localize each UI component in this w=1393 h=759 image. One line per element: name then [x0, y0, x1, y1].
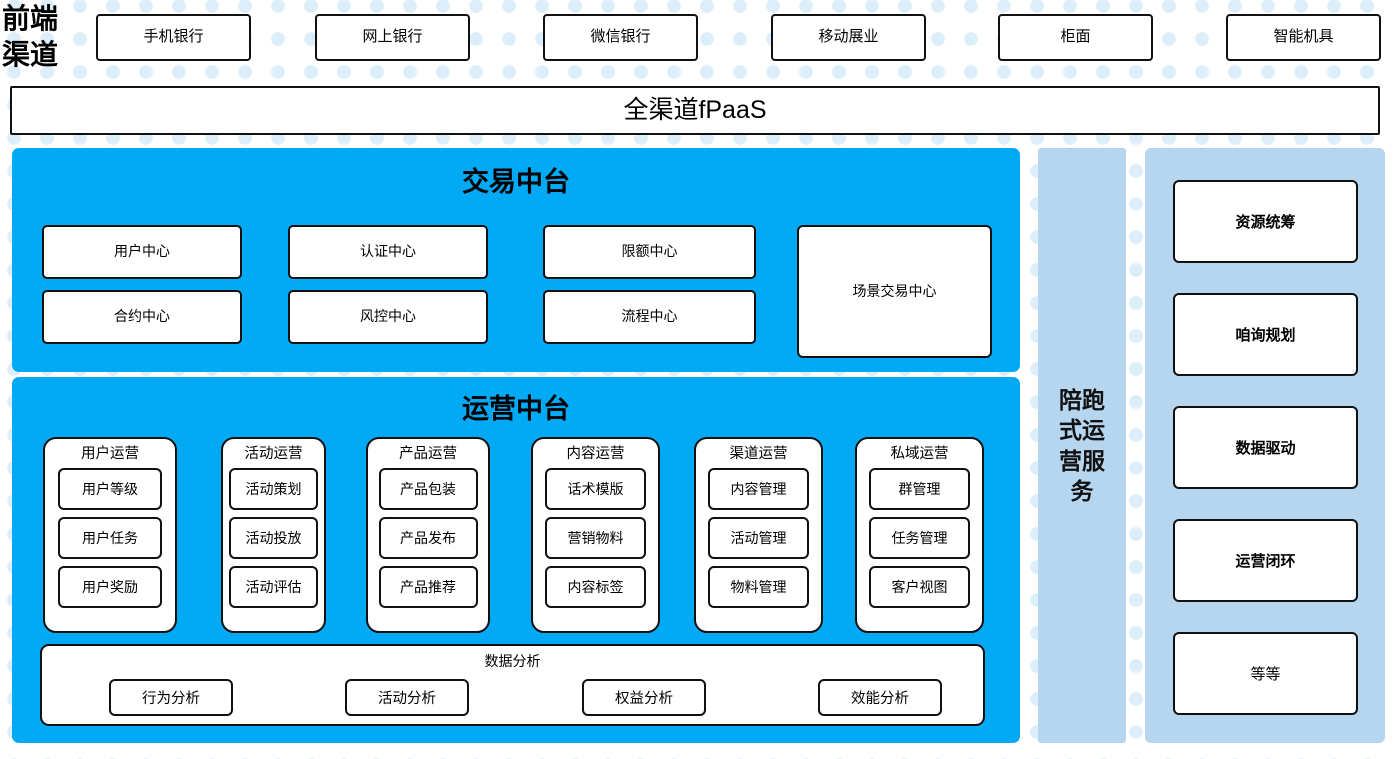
trade-center-box-5[interactable]: 风控中心 — [288, 290, 488, 344]
ops-card-item[interactable]: 营销物料 — [545, 517, 646, 560]
ops-card-title: 内容运营 — [566, 446, 625, 462]
ops-card-6: 私域运营群管理任务管理客户视图 — [855, 437, 984, 633]
front-channel-label: 前端 渠道 — [2, 2, 88, 74]
front-channel-label-line1: 前端 — [2, 4, 59, 36]
ops-card-4: 内容运营话术模版营销物料内容标签 — [531, 437, 660, 633]
ops-card-item[interactable]: 活动策划 — [229, 468, 318, 511]
ops-card-5: 渠道运营内容管理活动管理物料管理 — [694, 437, 823, 633]
ops-card-2: 活动运营活动策划活动投放活动评估 — [221, 437, 326, 633]
data-analysis-strip: 数据分析 行为分析 活动分析 权益分析 效能分析 — [40, 644, 985, 726]
ops-card-title: 用户运营 — [81, 446, 139, 462]
ops-card-title: 活动运营 — [244, 446, 303, 462]
fpaas-bar[interactable]: 全渠道fPaaS — [10, 86, 1380, 135]
ops-card-item[interactable]: 用户任务 — [58, 517, 162, 560]
trade-center-box-4[interactable]: 合约中心 — [42, 290, 242, 344]
data-analysis-item-4[interactable]: 效能分析 — [818, 679, 942, 716]
trade-center-box-1[interactable]: 用户中心 — [42, 225, 242, 279]
ops-card-item[interactable]: 客户视图 — [869, 566, 970, 609]
data-analysis-title: 数据分析 — [484, 653, 541, 669]
ops-card-item[interactable]: 群管理 — [869, 468, 970, 511]
ops-platform-title: 运营中台 — [462, 394, 570, 424]
sidebar-box-4[interactable]: 运营闭环 — [1173, 519, 1358, 602]
channel-box-6[interactable]: 智能机具 — [1226, 14, 1381, 61]
ops-card-3: 产品运营产品包装产品发布产品推荐 — [366, 437, 490, 633]
channel-box-4[interactable]: 移动展业 — [771, 14, 926, 61]
ops-card-item[interactable]: 内容管理 — [708, 468, 809, 511]
ops-card-title: 产品运营 — [399, 446, 457, 462]
ops-card-item[interactable]: 话术模版 — [545, 468, 646, 511]
front-channel-label-line2: 渠道 — [2, 40, 59, 71]
ops-card-title: 私域运营 — [890, 446, 949, 462]
trade-platform-title: 交易中台 — [462, 167, 570, 197]
ops-card-title: 渠道运营 — [729, 446, 788, 462]
channel-box-2[interactable]: 网上银行 — [315, 14, 470, 61]
service-capability-sidebar: 资源统筹咱询规划数据驱动运营闭环等等 — [1145, 148, 1385, 743]
ops-card-item[interactable]: 产品包装 — [378, 468, 478, 511]
trade-center-box-3[interactable]: 限额中心 — [543, 225, 756, 279]
channel-box-1[interactable]: 手机银行 — [96, 14, 251, 61]
trade-center-box-6[interactable]: 流程中心 — [543, 290, 756, 344]
data-analysis-item-3[interactable]: 权益分析 — [582, 679, 706, 716]
sidebar-box-5[interactable]: 等等 — [1173, 632, 1358, 715]
ops-card-item[interactable]: 产品推荐 — [378, 566, 478, 609]
ops-card-item[interactable]: 产品发布 — [378, 517, 478, 560]
data-analysis-item-1[interactable]: 行为分析 — [109, 679, 233, 716]
sidebar-box-2[interactable]: 咱询规划 — [1173, 293, 1358, 376]
accompany-service-column: 陪跑式运营服务 — [1038, 148, 1126, 743]
ops-card-1: 用户运营用户等级用户任务用户奖励 — [43, 437, 177, 633]
ops-card-item[interactable]: 任务管理 — [869, 517, 970, 560]
accompany-service-label: 陪跑式运营服务 — [1059, 386, 1105, 504]
scene-transaction-center-box[interactable]: 场景交易中心 — [797, 225, 992, 358]
ops-card-item[interactable]: 活动投放 — [229, 517, 318, 560]
ops-card-item[interactable]: 内容标签 — [545, 566, 646, 609]
ops-card-item[interactable]: 用户奖励 — [58, 566, 162, 609]
sidebar-box-1[interactable]: 资源统筹 — [1173, 180, 1358, 263]
ops-card-item[interactable]: 用户等级 — [58, 468, 162, 511]
ops-card-item[interactable]: 活动评估 — [229, 566, 318, 609]
sidebar-box-3[interactable]: 数据驱动 — [1173, 406, 1358, 489]
data-analysis-item-2[interactable]: 活动分析 — [345, 679, 469, 716]
trade-center-box-2[interactable]: 认证中心 — [288, 225, 488, 279]
ops-card-item[interactable]: 活动管理 — [708, 517, 809, 560]
channel-box-3[interactable]: 微信银行 — [543, 14, 698, 61]
channel-box-5[interactable]: 柜面 — [998, 14, 1153, 61]
ops-card-item[interactable]: 物料管理 — [708, 566, 809, 609]
